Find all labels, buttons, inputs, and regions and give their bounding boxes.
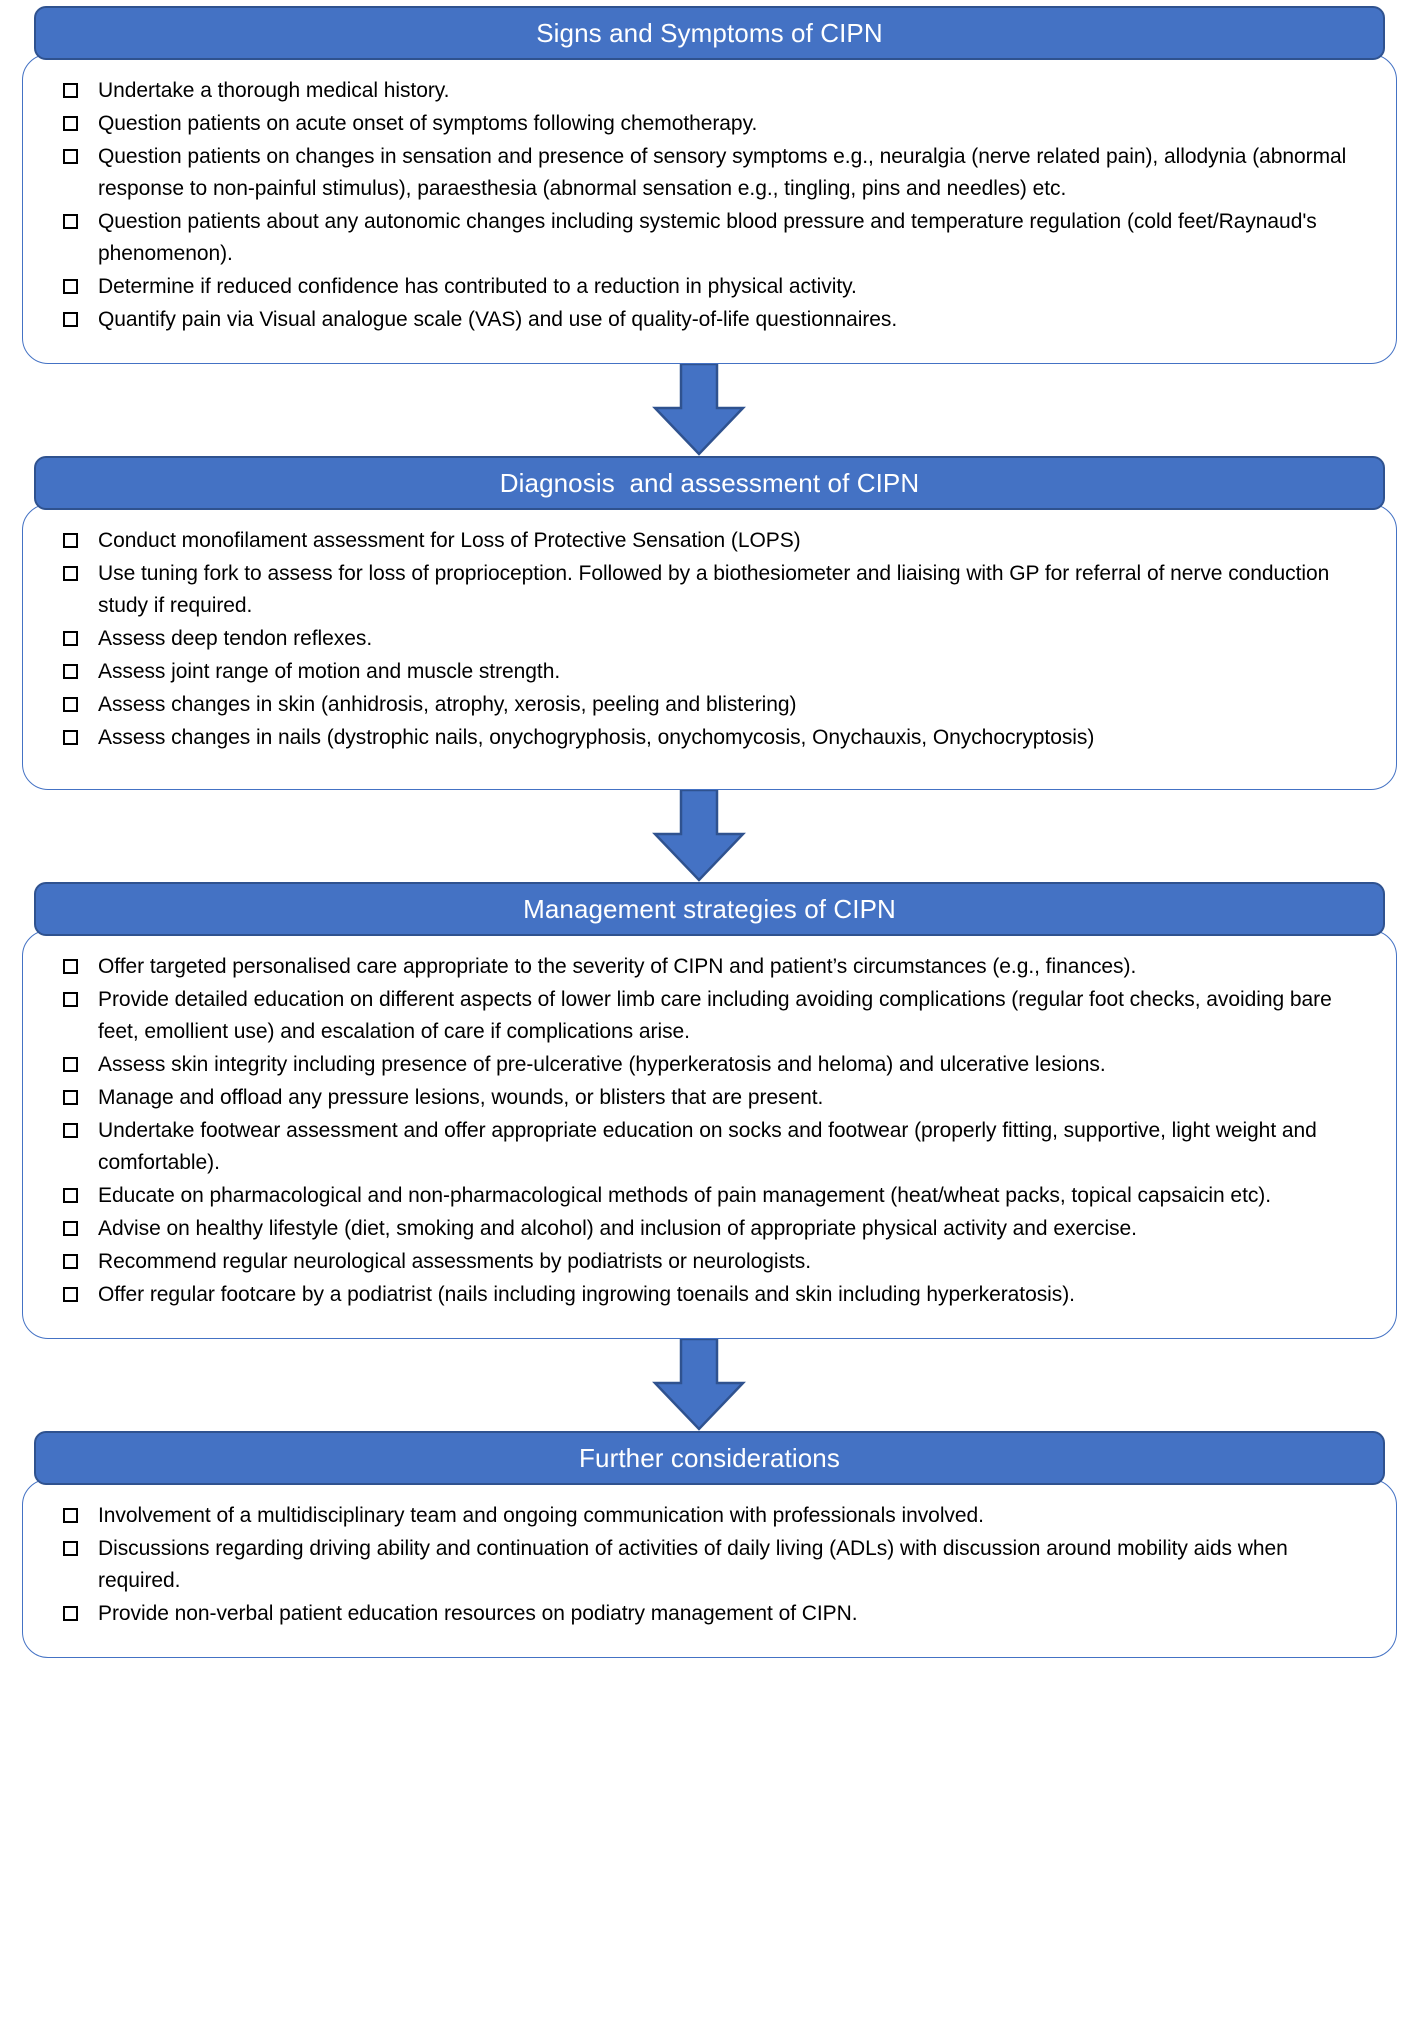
list-item-label: Offer targeted personalised care appropr… [98,955,1137,978]
list-item-label: Undertake a thorough medical history. [98,79,450,102]
list-item[interactable]: Conduct monofilament assessment for Loss… [49,525,1370,557]
list-item[interactable]: Use tuning fork to assess for loss of pr… [49,558,1370,622]
list-item[interactable]: Discussions regarding driving ability an… [49,1533,1370,1597]
list-item[interactable]: Educate on pharmacological and non-pharm… [49,1180,1370,1212]
empty-checkbox-icon[interactable] [63,959,78,974]
connector-1 [22,364,1397,456]
stage-body-management-strategies: Offer targeted personalised care appropr… [22,930,1397,1339]
list-item[interactable]: Assess deep tendon reflexes. [49,623,1370,655]
down-arrow-icon [651,1339,746,1431]
down-arrow-icon [651,790,746,882]
stage-diagnosis-and-assessment: Diagnosis and assessment of CIPN Conduct… [22,456,1397,790]
empty-checkbox-icon[interactable] [63,566,78,581]
stage-title: Diagnosis and assessment of CIPN [499,468,920,498]
list-item-label: Conduct monofilament assessment for Loss… [98,529,801,552]
checklist-diagnosis-and-assessment: Conduct monofilament assessment for Loss… [49,525,1370,754]
empty-checkbox-icon[interactable] [63,1287,78,1302]
empty-checkbox-icon[interactable] [63,1606,78,1621]
empty-checkbox-icon[interactable] [63,533,78,548]
connector-3 [22,1339,1397,1431]
empty-checkbox-icon[interactable] [63,1188,78,1203]
list-item[interactable]: Quantify pain via Visual analogue scale … [49,304,1370,336]
stage-body-diagnosis-and-assessment: Conduct monofilament assessment for Loss… [22,504,1397,790]
empty-checkbox-icon[interactable] [63,730,78,745]
list-item-label: Assess changes in nails (dystrophic nail… [98,726,1095,749]
list-item-label: Question patients on acute onset of symp… [98,112,758,135]
list-item[interactable]: Offer regular footcare by a podiatrist (… [49,1279,1370,1311]
list-item[interactable]: Question patients about any autonomic ch… [49,206,1370,270]
list-item[interactable]: Advise on healthy lifestyle (diet, smoki… [49,1213,1370,1245]
list-item-label: Question patients on changes in sensatio… [98,145,1347,200]
list-item-label: Provide non-verbal patient education res… [98,1602,858,1625]
list-item[interactable]: Undertake a thorough medical history. [49,75,1370,107]
empty-checkbox-icon[interactable] [63,1123,78,1138]
empty-checkbox-icon[interactable] [63,664,78,679]
empty-checkbox-icon[interactable] [63,116,78,131]
list-item-label: Assess deep tendon reflexes. [98,627,373,650]
empty-checkbox-icon[interactable] [63,1090,78,1105]
list-item[interactable]: Recommend regular neurological assessmen… [49,1246,1370,1278]
cipn-pathway-flowchart: Signs and Symptoms of CIPN Undertake a t… [22,6,1397,1658]
checklist-signs-and-symptoms: Undertake a thorough medical history. Qu… [49,75,1370,336]
list-item[interactable]: Assess changes in nails (dystrophic nail… [49,722,1370,754]
empty-checkbox-icon[interactable] [63,1541,78,1556]
list-item[interactable]: Manage and offload any pressure lesions,… [49,1082,1370,1114]
list-item[interactable]: Provide detailed education on different … [49,984,1370,1048]
list-item-label: Educate on pharmacological and non-pharm… [98,1184,1272,1207]
stage-header-management-strategies[interactable]: Management strategies of CIPN [34,882,1385,936]
list-item[interactable]: Assess changes in skin (anhidrosis, atro… [49,689,1370,721]
list-item-label: Undertake footwear assessment and offer … [98,1119,1317,1174]
stage-header-diagnosis-and-assessment[interactable]: Diagnosis and assessment of CIPN [34,456,1385,510]
checklist-management-strategies: Offer targeted personalised care appropr… [49,951,1370,1311]
list-item-label: Advise on healthy lifestyle (diet, smoki… [98,1217,1137,1240]
list-item[interactable]: Offer targeted personalised care appropr… [49,951,1370,983]
stage-signs-and-symptoms: Signs and Symptoms of CIPN Undertake a t… [22,6,1397,364]
empty-checkbox-icon[interactable] [63,1057,78,1072]
connector-2 [22,790,1397,882]
stage-header-signs-and-symptoms[interactable]: Signs and Symptoms of CIPN [34,6,1385,60]
stage-header-further-considerations[interactable]: Further considerations [34,1431,1385,1485]
empty-checkbox-icon[interactable] [63,697,78,712]
stage-body-signs-and-symptoms: Undertake a thorough medical history. Qu… [22,54,1397,364]
empty-checkbox-icon[interactable] [63,1221,78,1236]
list-item[interactable]: Determine if reduced confidence has cont… [49,271,1370,303]
list-item-label: Involvement of a multidisciplinary team … [98,1504,984,1527]
list-item[interactable]: Undertake footwear assessment and offer … [49,1115,1370,1179]
list-item-label: Quantify pain via Visual analogue scale … [98,308,898,331]
list-item-label: Provide detailed education on different … [98,988,1332,1043]
down-arrow-icon [651,364,746,456]
list-item-label: Determine if reduced confidence has cont… [98,275,857,298]
empty-checkbox-icon[interactable] [63,279,78,294]
stage-further-considerations: Further considerations Involvement of a … [22,1431,1397,1658]
list-item[interactable]: Involvement of a multidisciplinary team … [49,1500,1370,1532]
empty-checkbox-icon[interactable] [63,214,78,229]
list-item-label: Discussions regarding driving ability an… [98,1537,1288,1592]
stage-body-further-considerations: Involvement of a multidisciplinary team … [22,1479,1397,1658]
list-item-label: Assess changes in skin (anhidrosis, atro… [98,693,797,716]
empty-checkbox-icon[interactable] [63,1508,78,1523]
empty-checkbox-icon[interactable] [63,149,78,164]
list-item-label: Assess joint range of motion and muscle … [98,660,561,683]
stage-title: Signs and Symptoms of CIPN [536,18,883,48]
list-item[interactable]: Assess joint range of motion and muscle … [49,656,1370,688]
empty-checkbox-icon[interactable] [63,992,78,1007]
empty-checkbox-icon[interactable] [63,1254,78,1269]
list-item-label: Question patients about any autonomic ch… [98,210,1317,265]
checklist-further-considerations: Involvement of a multidisciplinary team … [49,1500,1370,1630]
list-item-label: Assess skin integrity including presence… [98,1053,1106,1076]
list-item[interactable]: Question patients on changes in sensatio… [49,141,1370,205]
list-item-label: Offer regular footcare by a podiatrist (… [98,1283,1075,1306]
list-item[interactable]: Assess skin integrity including presence… [49,1049,1370,1081]
empty-checkbox-icon[interactable] [63,631,78,646]
empty-checkbox-icon[interactable] [63,312,78,327]
stage-management-strategies: Management strategies of CIPN Offer targ… [22,882,1397,1339]
stage-title: Further considerations [579,1443,840,1473]
stage-title: Management strategies of CIPN [523,894,896,924]
empty-checkbox-icon[interactable] [63,83,78,98]
list-item-label: Recommend regular neurological assessmen… [98,1250,811,1273]
list-item[interactable]: Question patients on acute onset of symp… [49,108,1370,140]
list-item-label: Manage and offload any pressure lesions,… [98,1086,824,1109]
list-item-label: Use tuning fork to assess for loss of pr… [98,562,1330,617]
list-item[interactable]: Provide non-verbal patient education res… [49,1598,1370,1630]
